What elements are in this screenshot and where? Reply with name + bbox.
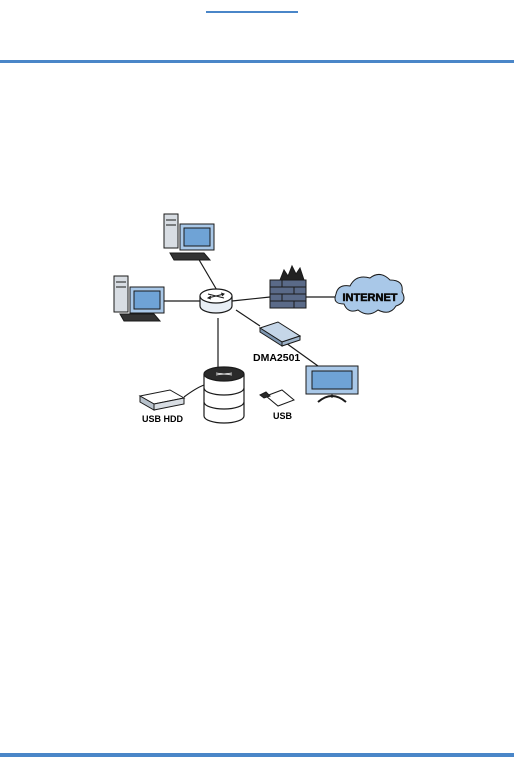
tv-icon	[306, 366, 358, 402]
computer-left-icon	[114, 276, 164, 321]
top-link-underline[interactable]	[206, 11, 298, 13]
computer-top-icon	[164, 214, 214, 260]
usb-label: USB	[273, 411, 293, 421]
network-diagram: INTERNET DMA2501 USB HD	[100, 200, 410, 430]
firewall-icon	[270, 266, 306, 308]
usb-hdd-label: USB HDD	[142, 414, 184, 424]
internet-label: INTERNET	[343, 292, 398, 304]
dma-device-icon	[260, 322, 300, 346]
switch-icon	[200, 289, 232, 313]
header-rule	[0, 60, 514, 63]
usb-stick-icon	[260, 390, 294, 406]
storage-icon	[204, 367, 244, 423]
dma-device-label: DMA2501	[253, 352, 300, 364]
footer-rule	[0, 753, 514, 757]
usb-hdd-icon	[140, 390, 184, 410]
